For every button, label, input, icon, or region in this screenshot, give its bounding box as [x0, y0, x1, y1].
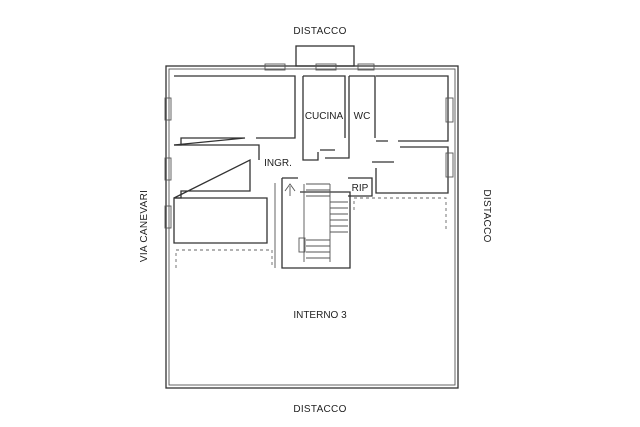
- label-interno: INTERNO 3: [293, 310, 347, 321]
- window-top-2: [315, 63, 337, 71]
- window-right-1: [445, 97, 454, 123]
- window-top-1: [264, 63, 286, 71]
- window-left-3: [164, 205, 172, 229]
- label-wc: WC: [354, 111, 371, 122]
- label-ingresso: INGR.: [264, 158, 292, 169]
- room-wc: [325, 75, 376, 159]
- label-cucina: CUCINA: [305, 111, 344, 122]
- label-bottom-distacco: DISTACCO: [293, 404, 346, 415]
- window-left-1: [164, 97, 172, 121]
- room-bottom-left: [173, 197, 268, 244]
- window-top-3: [357, 63, 375, 71]
- balcony: [295, 45, 355, 67]
- label-via-canevari: VIA CANEVARI: [139, 190, 150, 262]
- room-middle-left: [173, 144, 260, 199]
- label-ripostiglio: RIP: [352, 183, 369, 194]
- window-right-2: [445, 152, 454, 178]
- stairwell: [281, 177, 351, 269]
- room-storage: [348, 177, 373, 197]
- terrace-outline-left: [175, 249, 273, 268]
- stair-landing-mark: [298, 237, 306, 253]
- stair-steps: [303, 183, 348, 262]
- room-bottom-right: [372, 146, 449, 194]
- room-top-left: [173, 75, 296, 146]
- room-kitchen: [302, 75, 346, 161]
- window-left-2: [164, 157, 172, 181]
- entrance-arrow-icon: [284, 183, 296, 196]
- label-top-distacco: DISTACCO: [293, 26, 346, 37]
- terrace-outline-right: [353, 197, 447, 230]
- outer-boundary-inner: [168, 68, 456, 386]
- label-right-distacco: DISTACCO: [481, 189, 492, 242]
- room-top-right: [376, 75, 449, 142]
